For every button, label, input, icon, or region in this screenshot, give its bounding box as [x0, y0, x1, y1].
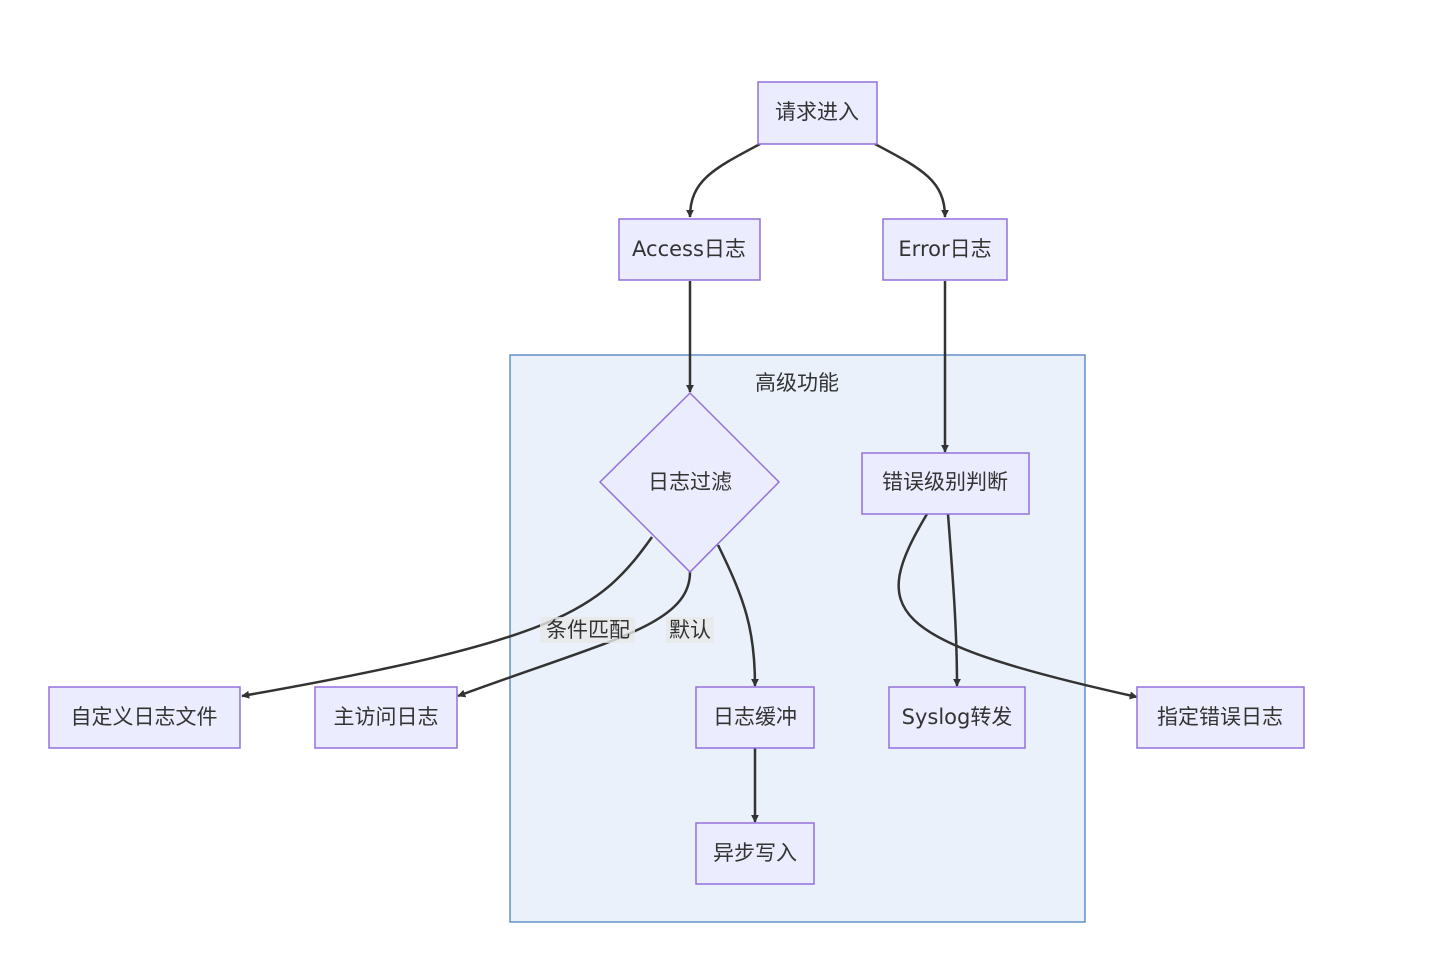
node-syslog-forward: Syslog转发 [888, 686, 1026, 749]
svg-text:请求进入: 请求进入 [775, 100, 859, 124]
edge-level-to-specified-error [897, 513, 1138, 700]
node-async-write: 异步写入 [695, 822, 815, 885]
edge-filter-to-buffer [716, 544, 759, 687]
node-specified-error-log: 指定错误日志 [1136, 686, 1305, 749]
svg-text:Error日志: Error日志 [898, 237, 991, 261]
node-error-level: 错误级别判断 [861, 452, 1030, 515]
node-request-in: 请求进入 [757, 81, 878, 145]
node-main-access-log: 主访问日志 [314, 686, 458, 749]
node-log-filter: 日志过滤 [598, 391, 781, 574]
svg-text:默认: 默认 [669, 618, 711, 642]
svg-text:Syslog转发: Syslog转发 [902, 705, 1013, 729]
svg-text:条件匹配: 条件匹配 [546, 618, 630, 642]
svg-text:Access日志: Access日志 [632, 237, 746, 261]
node-log-buffer: 日志缓冲 [695, 686, 815, 749]
edge-request-to-error [874, 142, 949, 218]
svg-text:日志缓冲: 日志缓冲 [713, 705, 797, 729]
node-custom-log-file: 自定义日志文件 [48, 686, 241, 749]
edge-label-default: 默认 [666, 617, 714, 643]
node-error-log: Error日志 [882, 218, 1008, 281]
edge-level-to-syslog [946, 513, 961, 687]
svg-text:错误级别判断: 错误级别判断 [882, 470, 1008, 494]
svg-text:自定义日志文件: 自定义日志文件 [71, 705, 218, 729]
svg-text:指定错误日志: 指定错误日志 [1157, 705, 1283, 729]
svg-text:异步写入: 异步写入 [713, 841, 797, 865]
edge-request-to-access [686, 142, 761, 218]
subgraph-title: 高级功能 [755, 371, 839, 395]
svg-text:日志过滤: 日志过滤 [648, 470, 732, 494]
node-access-log: Access日志 [618, 218, 761, 281]
edge-label-condition-match: 条件匹配 [540, 617, 635, 643]
svg-text:主访问日志: 主访问日志 [334, 705, 439, 729]
